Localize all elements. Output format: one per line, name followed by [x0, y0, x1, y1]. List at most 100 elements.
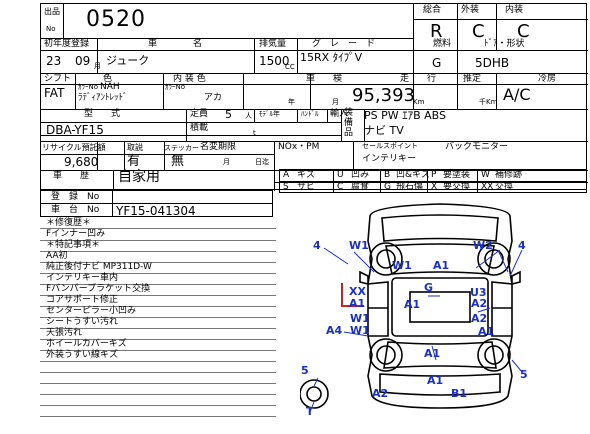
tire-front-right-inner	[484, 249, 504, 269]
damage-mark: W1	[350, 324, 370, 337]
legend-item: キズ	[297, 170, 316, 180]
ac-label: 冷房	[538, 74, 557, 84]
damage-mark: U3	[470, 286, 487, 299]
damage-mark: A1	[349, 297, 366, 310]
displacement-label: 排気量	[259, 39, 287, 49]
note-line: ホイールカバーキズ	[46, 339, 127, 349]
lot-label: 出品	[44, 7, 60, 16]
recycle-label: リサイクル預託額	[42, 143, 106, 152]
note-line: コアサポート修正	[46, 295, 119, 305]
lot-no-label: No	[46, 25, 56, 33]
note-line: 外装うすい線キズ	[46, 350, 119, 360]
equipment-line-1: PS PW ｴｱB ABS	[364, 109, 447, 122]
damage-mark: A2	[471, 297, 488, 310]
chassis-label: 車 台 No	[51, 205, 100, 215]
handle-label: ﾊﾝﾄﾞﾙ	[301, 110, 319, 118]
note-line: 純正後付ナビ MP311D-W	[46, 262, 152, 272]
note-line: 天張汚れ	[46, 328, 83, 338]
grade-label-interior: 内装	[505, 5, 524, 15]
damage-mark: A1	[427, 374, 444, 387]
tire-front-right	[477, 242, 511, 276]
color-no-label: ｶﾗｰNo	[78, 83, 99, 91]
int-color-no-label: ｶﾗｰNo	[165, 83, 186, 91]
legend-item: 要塗装	[443, 170, 471, 180]
month-unit: 月	[94, 62, 101, 70]
damage-mark: A1	[424, 347, 441, 360]
car-name: ジューク	[106, 54, 150, 67]
shift-value: FAT	[44, 86, 65, 100]
car-name-label: 車 名	[148, 39, 203, 49]
color-no: NAH	[100, 82, 120, 92]
legend-item: W	[481, 170, 490, 180]
legend-item: G	[384, 182, 391, 192]
damage-mark: A4	[326, 324, 343, 337]
equip-label-2: 備	[344, 118, 354, 128]
spare-tire-inner	[306, 386, 322, 402]
nc-date-unit: 日迄	[255, 158, 269, 166]
tire-rear-right	[477, 338, 511, 372]
notes-list: ＊修復歴＊ Fインナー凹み ＊特記事項＊ AA初 純正後付ナビ MP311D-W…	[46, 218, 276, 361]
tire-rear-right-inner	[484, 345, 504, 365]
damage-mark: 4	[518, 239, 526, 252]
displacement: 1500	[259, 54, 290, 68]
legend-item: サビ	[297, 182, 316, 192]
damage-mark: 4	[313, 239, 321, 252]
note-line: シートうすい汚れ	[46, 317, 119, 327]
equipment-line-2: ナビ TV	[364, 124, 404, 137]
interior-label: 内 装 色	[173, 74, 206, 84]
manual-label: 取説	[127, 143, 143, 152]
note-line: ＊修復歴＊	[46, 218, 92, 228]
cc-unit: CC	[285, 63, 295, 71]
recycle-value: 9,680	[64, 155, 99, 169]
damage-mark: G	[424, 281, 434, 294]
model-label: 型 式	[84, 109, 121, 119]
grade-label: グ レ ー ド	[312, 39, 376, 49]
inspection-label: 車 検	[306, 74, 343, 84]
model-year-label: ﾓﾃﾞﾙ年	[259, 110, 280, 118]
damage-mark: A1	[478, 325, 495, 338]
damage-mark: B1	[451, 387, 468, 400]
sales-point-2: バックモニター	[445, 142, 509, 152]
damage-mark: A1	[404, 298, 421, 311]
tire-front-left-inner	[376, 249, 396, 269]
load-label: 積載	[190, 123, 209, 133]
damage-mark: XX	[349, 285, 366, 298]
repair-mark	[341, 283, 364, 307]
grade-exterior: C	[472, 21, 485, 42]
note-line: Fインナー凹み	[46, 229, 106, 239]
interior-color: アカ	[204, 93, 223, 103]
damage-mark: A2	[372, 387, 389, 400]
sticker-value: 無	[171, 154, 185, 169]
tire-front-left	[369, 242, 403, 276]
damage-mark: W1	[349, 239, 369, 252]
tire-rear-left	[369, 338, 403, 372]
grade-overall: R	[430, 21, 443, 42]
legend-item: B	[384, 170, 391, 180]
grade-interior: C	[517, 21, 530, 42]
door-shape: 5DHB	[475, 56, 510, 70]
damage-mark: W2	[473, 239, 493, 252]
sticker-label: ステッカー	[164, 144, 199, 152]
damage-mark: A2	[471, 312, 488, 325]
damage-mark: 5	[301, 364, 309, 377]
note-line: インテリキー車内	[46, 273, 119, 283]
model-value: DBA-YF15	[46, 123, 104, 137]
insp-year-unit: 年	[288, 98, 295, 106]
load-unit: t	[253, 129, 256, 137]
car-damage-diagram	[300, 203, 523, 413]
spare-tire	[300, 379, 329, 409]
color-label: 色	[103, 74, 113, 84]
note-line: AA初	[46, 251, 68, 261]
tire-rear-left-inner	[376, 345, 396, 365]
damage-mark: T	[306, 405, 314, 418]
person-unit: 人	[245, 112, 252, 120]
grade-value: 15RX ﾀｲﾌﾟV	[300, 51, 363, 64]
legend-item: 要交換	[443, 182, 471, 192]
history-label: 車 歴	[53, 171, 90, 181]
fuel-value: G	[432, 56, 442, 70]
name-change-label: 名変期限	[200, 142, 237, 152]
car-body-outline	[367, 203, 513, 409]
lot-number: 0520	[86, 7, 146, 32]
damage-mark: W1	[392, 259, 412, 272]
damage-mark: A1	[433, 259, 450, 272]
